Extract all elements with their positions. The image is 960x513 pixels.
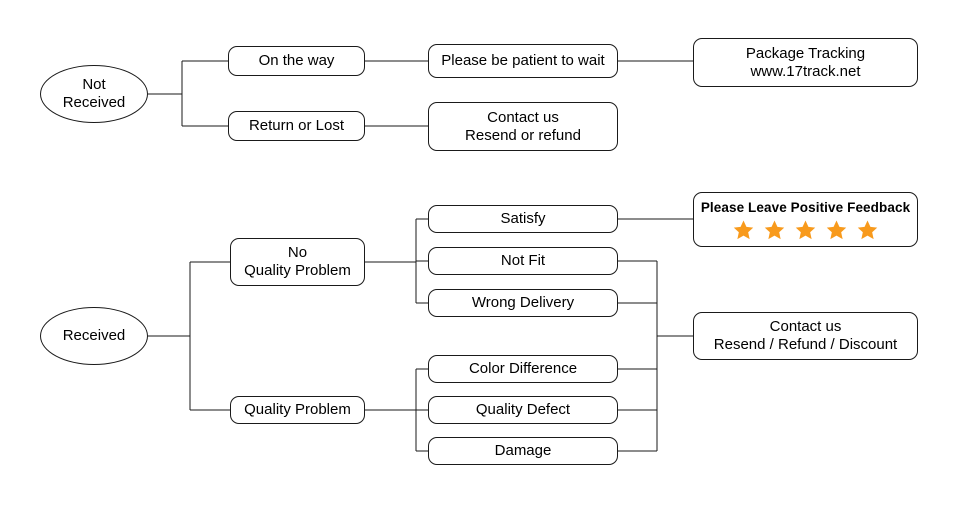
node-return-or-lost[interactable]: Return or Lost: [228, 111, 365, 141]
node-received-label: Received: [62, 327, 126, 345]
node-wrong-delivery[interactable]: Wrong Delivery: [428, 289, 618, 317]
node-quality-problem[interactable]: Quality Problem: [230, 396, 365, 424]
node-please-be-patient-label: Please be patient to wait: [441, 52, 605, 70]
node-package-tracking[interactable]: Package Tracking www.17track.net: [693, 38, 918, 87]
star-icon: [795, 220, 816, 240]
node-contact-us-resend-or-refund-label-line1: Contact us: [487, 108, 559, 126]
node-on-the-way[interactable]: On the way: [228, 46, 365, 76]
node-not-received-label-line2: Received: [62, 94, 126, 111]
node-satisfy[interactable]: Satisfy: [428, 205, 618, 233]
node-not-fit-label: Not Fit: [500, 252, 546, 270]
star-icon: [733, 220, 754, 240]
node-no-quality-problem[interactable]: No Quality Problem: [230, 238, 365, 286]
node-return-or-lost-label: Return or Lost: [248, 117, 345, 135]
node-color-difference-label: Color Difference: [468, 360, 578, 378]
node-damage-label: Damage: [494, 442, 552, 460]
star-icon: [857, 220, 878, 240]
node-on-the-way-label: On the way: [258, 52, 335, 70]
node-contact-us-resend-refund-discount[interactable]: Contact us Resend / Refund / Discount: [693, 312, 918, 360]
node-damage[interactable]: Damage: [428, 437, 618, 465]
node-package-tracking-label-line1: Package Tracking: [745, 44, 866, 62]
node-package-tracking-url: www.17track.net: [750, 62, 861, 80]
node-not-received-label-line1: Not: [82, 76, 106, 94]
feedback-title: Please Leave Positive Feedback: [700, 200, 911, 216]
node-please-be-patient[interactable]: Please be patient to wait: [428, 44, 618, 78]
node-wrong-delivery-label: Wrong Delivery: [471, 294, 575, 312]
node-contact-us-resend-refund-discount-label-line2: Resend / Refund / Discount: [713, 336, 898, 353]
node-received[interactable]: Received: [40, 307, 148, 365]
node-quality-problem-label: Quality Problem: [244, 401, 351, 419]
node-no-quality-problem-label-line1: No: [287, 244, 308, 262]
node-satisfy-label: Satisfy: [500, 210, 546, 228]
node-no-quality-problem-label-line2: Quality Problem: [244, 262, 351, 279]
node-contact-us-resend-refund-discount-label-line1: Contact us: [769, 318, 842, 336]
node-quality-defect[interactable]: Quality Defect: [428, 396, 618, 424]
node-contact-us-resend-or-refund-label-line2: Resend or refund: [465, 126, 581, 144]
star-icon: [764, 220, 785, 240]
node-contact-us-resend-or-refund[interactable]: Contact us Resend or refund: [428, 102, 618, 151]
node-quality-defect-label: Quality Defect: [475, 401, 571, 419]
node-color-difference[interactable]: Color Difference: [428, 355, 618, 383]
node-not-received[interactable]: Not Received: [40, 65, 148, 123]
node-leave-positive-feedback[interactable]: Please Leave Positive Feedback: [693, 192, 918, 247]
node-not-fit[interactable]: Not Fit: [428, 247, 618, 275]
star-icon: [826, 220, 847, 240]
star-rating[interactable]: [732, 219, 879, 241]
